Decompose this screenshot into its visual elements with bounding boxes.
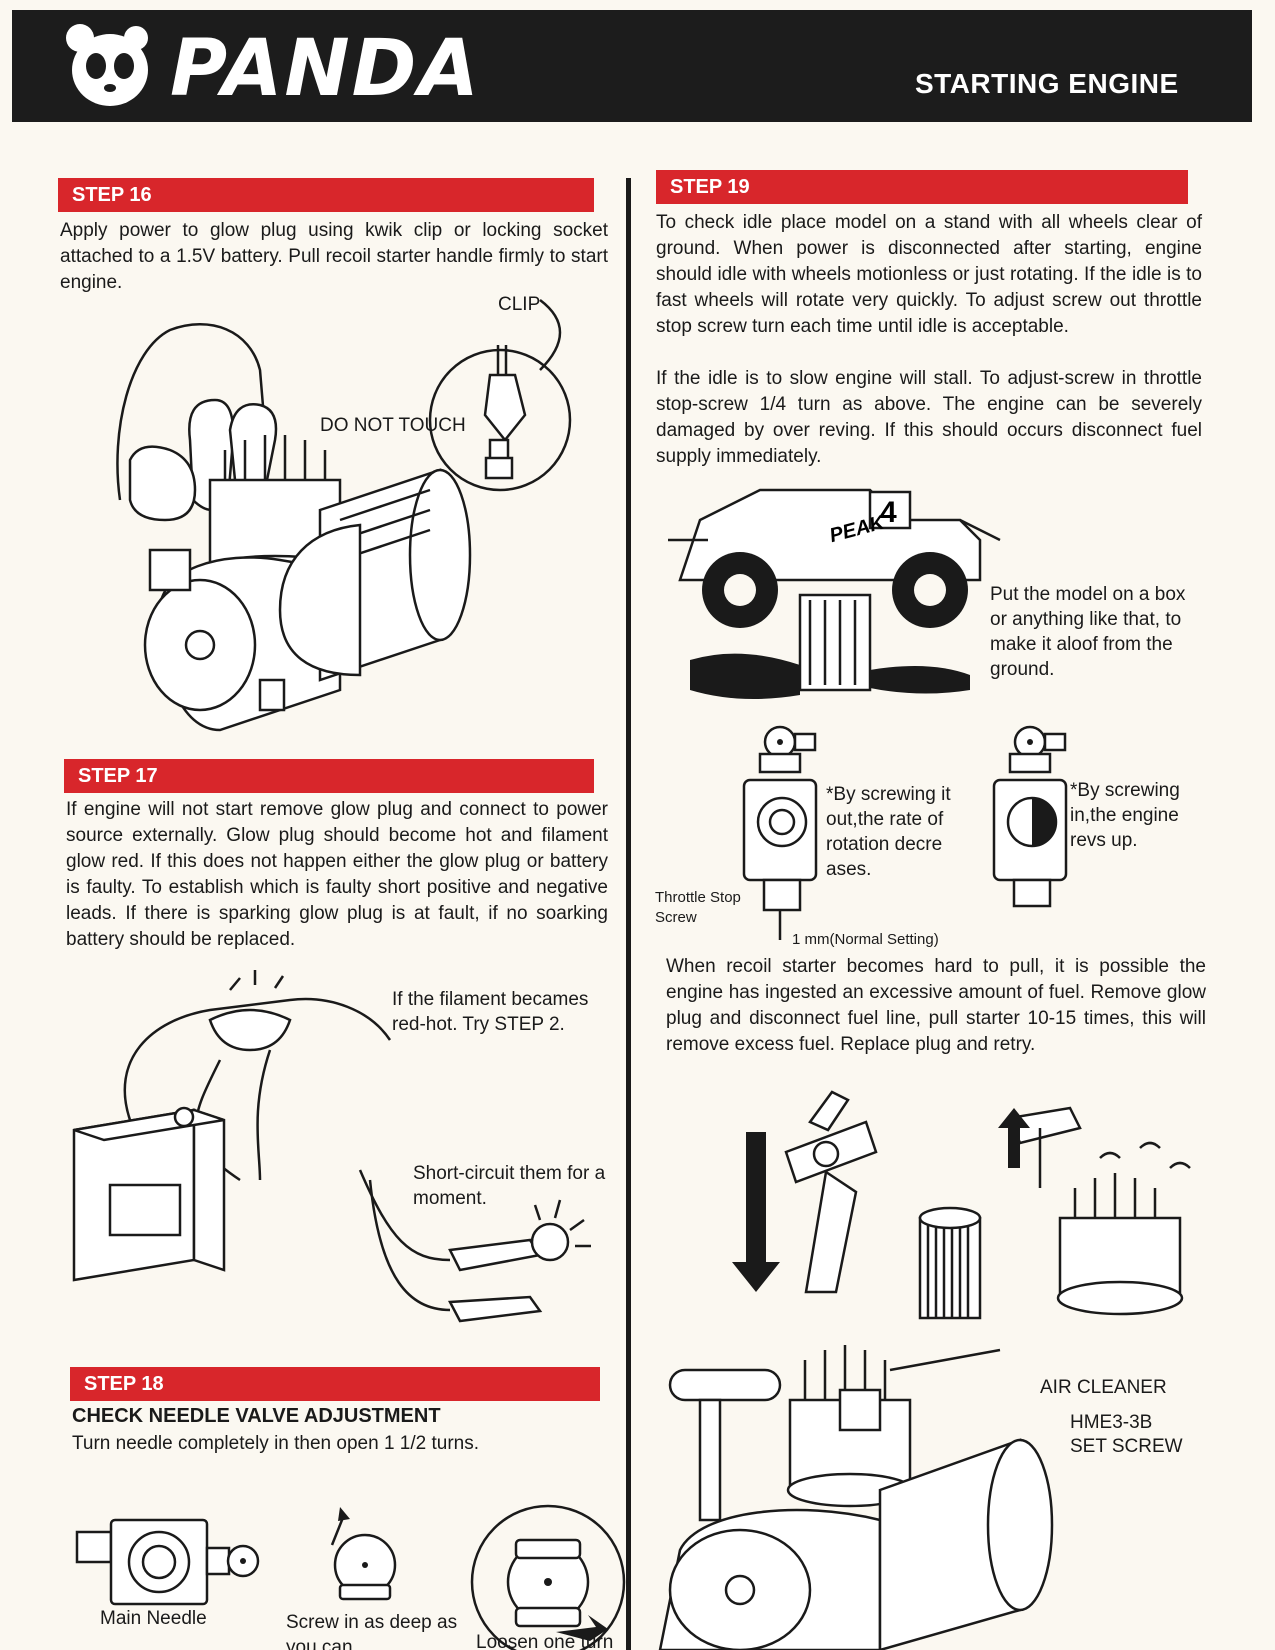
short-circuit-callout: Short-circuit them for a moment. bbox=[413, 1163, 606, 1209]
filament-callout: If the filament becames red-hot. Try STE… bbox=[392, 989, 589, 1035]
truck-on-stand-illustration: 4 PEAK bbox=[668, 488, 1001, 699]
carb-screwed-in-icon bbox=[992, 725, 1068, 908]
screw-in-icon bbox=[330, 1507, 397, 1601]
set-screw-part-label: HME3-3B bbox=[1070, 1412, 1153, 1433]
clip-detail-icon bbox=[428, 299, 572, 492]
truck-number: 4 bbox=[880, 496, 897, 529]
air-cleaner-and-head-illustration bbox=[918, 1106, 1191, 1320]
glow-plug-wrench-illustration bbox=[732, 1090, 878, 1294]
engine-bottom-illustration bbox=[658, 1345, 1054, 1650]
step19-text1: To check idle place model on a stand wit… bbox=[656, 212, 1202, 337]
stand-callout: Put the model on a box or anything like … bbox=[990, 584, 1186, 680]
panda-logo-icon bbox=[66, 24, 148, 106]
main-needle-label: Main Needle bbox=[100, 1608, 207, 1629]
normal-setting-label: 1 mm(Normal Setting) bbox=[792, 931, 939, 948]
main-needle-icon bbox=[75, 1518, 260, 1606]
air-cleaner-label: AIR CLEANER bbox=[1040, 1377, 1167, 1398]
carb-screwed-out-icon bbox=[742, 725, 818, 940]
step18-header: STEP 18 bbox=[70, 1367, 600, 1401]
step19-text3: When recoil starter becomes hard to pull… bbox=[666, 956, 1206, 1055]
header-bar bbox=[12, 10, 1252, 122]
throttle-stop-label: Throttle Stop Screw bbox=[655, 889, 741, 926]
step16-text: Apply power to glow plug using kwik clip… bbox=[60, 220, 608, 293]
step16-header: STEP 16 bbox=[58, 178, 594, 212]
step18-text: Turn needle completely in then open 1 1/… bbox=[72, 1433, 479, 1454]
screw-in-label: Screw in as deep as you can bbox=[286, 1612, 458, 1650]
step19-text2: If the idle is to slow engine will stall… bbox=[656, 368, 1202, 467]
clip-label: CLIP bbox=[498, 294, 541, 315]
loosen-label: Loosen one turn bbox=[476, 1632, 614, 1650]
column-divider bbox=[626, 178, 631, 1650]
set-screw-label: SET SCREW bbox=[1070, 1436, 1183, 1457]
wheel-icon bbox=[702, 552, 968, 628]
battery-icon bbox=[72, 1106, 226, 1282]
cylinder-head-icon bbox=[1056, 1173, 1184, 1316]
battery-and-leads-illustration bbox=[72, 970, 591, 1323]
loosen-turn-icon bbox=[470, 1504, 626, 1650]
brand-logo: PANDA bbox=[170, 24, 481, 114]
step17-text: If engine will not start remove glow plu… bbox=[66, 799, 608, 950]
screw-out-callout: *By screwing it out,the rate of rotation… bbox=[826, 784, 951, 880]
screw-in-callout: *By screwing in,the engine revs up. bbox=[1070, 780, 1180, 851]
page-title: STARTING ENGINE bbox=[915, 68, 1179, 99]
step19-header: STEP 19 bbox=[656, 170, 1188, 204]
step18-subtitle: CHECK NEEDLE VALVE ADJUSTMENT bbox=[72, 1405, 441, 1427]
engine-with-hand-illustration bbox=[116, 323, 472, 732]
step17-header: STEP 17 bbox=[64, 759, 594, 793]
air-cleaner-icon bbox=[918, 1206, 982, 1320]
